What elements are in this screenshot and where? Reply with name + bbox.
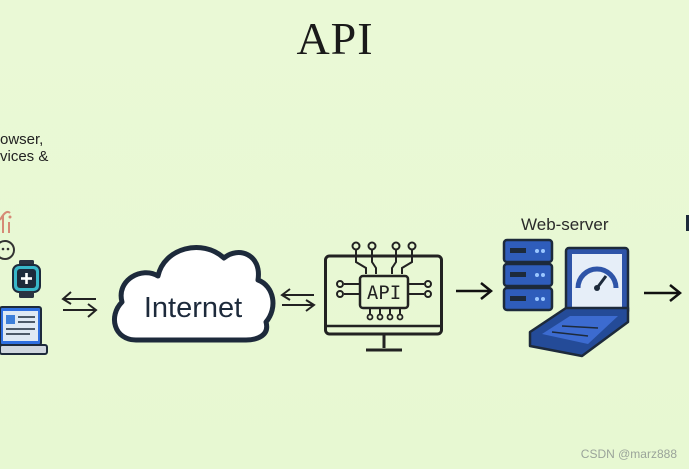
cloud-icon xyxy=(112,245,276,343)
server-rack-icon xyxy=(502,238,554,312)
web-server-label: Web-server xyxy=(521,215,609,234)
client-caption-line-2: vices & xyxy=(0,148,49,165)
api-chip-label: API xyxy=(367,282,401,304)
laptop-dashboard-icon xyxy=(528,246,630,358)
arrow-right-1-icon xyxy=(456,282,494,300)
api-chip-monitor-icon: API xyxy=(324,241,443,352)
diagram-title: API xyxy=(296,13,374,64)
watermark: CSDN @marz888 xyxy=(580,447,677,461)
cropped-right-edge-mark xyxy=(686,215,689,231)
devices-icon xyxy=(0,210,48,355)
double-arrow-2-icon xyxy=(280,288,316,312)
arrow-right-2-icon xyxy=(644,284,683,302)
cloud-label: Internet xyxy=(143,292,243,324)
double-arrow-1-icon xyxy=(61,291,98,318)
client-caption: owser, vices & xyxy=(0,131,48,165)
client-caption-line-1: owser, xyxy=(0,131,44,148)
